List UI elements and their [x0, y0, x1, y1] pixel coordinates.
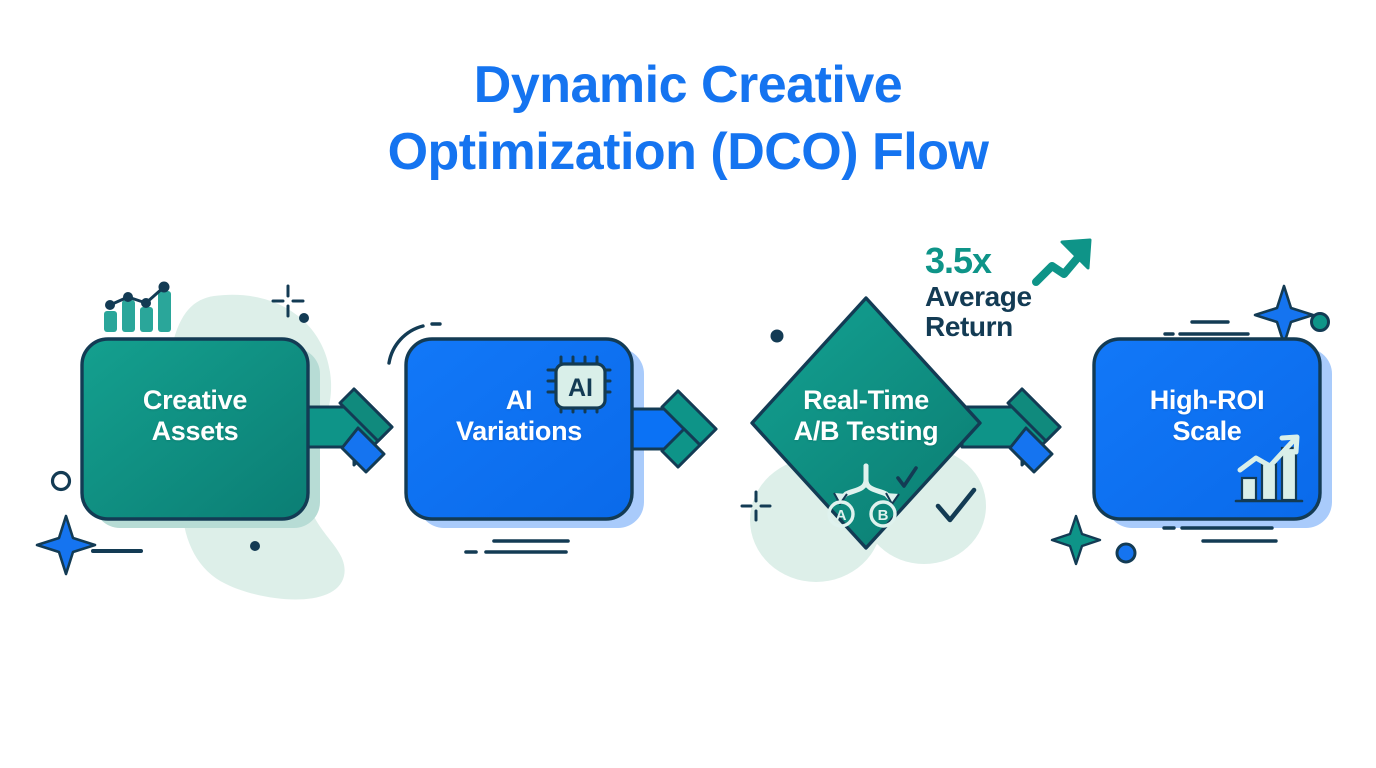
- arrow-2: [618, 389, 718, 469]
- bar-chart-trend-icon: [104, 281, 171, 332]
- sparkle-blue-left: [35, 514, 97, 576]
- ab-branch-b-label: B: [878, 507, 889, 524]
- arrow-1: [294, 387, 394, 474]
- dot-teal-right: [1310, 312, 1330, 332]
- arc-decor-node2: [387, 324, 425, 365]
- dot-navy-2: [250, 541, 260, 551]
- node-ab-testing[interactable]: [750, 296, 982, 550]
- dot-blue-bottom-right: [1115, 542, 1137, 564]
- sparkle-teal-bottom-right: [1050, 514, 1102, 566]
- node-label-line-1: Creative: [142, 385, 248, 415]
- ai-chip-icon: AI: [546, 355, 612, 414]
- node-creative-assets[interactable]: [80, 337, 310, 521]
- node-label-line-1: Real-Time: [803, 385, 929, 415]
- trend-up-arrow-icon: [1032, 238, 1092, 286]
- callout-average-return: 3.5x Average Return: [925, 243, 1175, 342]
- node-label-line-2: Scale: [1172, 415, 1242, 446]
- growth-chart-icon: [1234, 434, 1304, 503]
- dot-navy-3: [770, 329, 784, 343]
- cross-spark-diamond-left: [740, 490, 772, 522]
- check-decor-large: [935, 487, 977, 523]
- node-label-creative-assets: Creative Assets: [86, 385, 304, 447]
- node-label-ai-variations: AI Variations: [410, 385, 628, 447]
- node-label-line-2: Assets: [151, 415, 239, 446]
- ab-branch-a-label: A: [836, 507, 847, 524]
- arrow-3: [960, 387, 1062, 474]
- callout-label-line-1: Average: [925, 281, 1032, 312]
- node-label-line-2: Variations: [455, 415, 583, 446]
- callout-value: 3.5x: [925, 240, 992, 281]
- node-label-ab-testing: Real-Time A/B Testing: [752, 385, 980, 447]
- callout-label: Average Return: [925, 282, 1175, 342]
- node-label-line-1: High-ROI: [1149, 385, 1265, 415]
- node-label-line-2: A/B Testing: [793, 415, 939, 446]
- cross-spark-top-left: [271, 284, 305, 318]
- node-label-high-roi-scale: High-ROI Scale: [1098, 385, 1316, 447]
- ab-split-icon: A B: [827, 463, 918, 528]
- dot-navy-1: [299, 313, 309, 323]
- ai-chip-label: AI: [568, 374, 593, 402]
- dot-ring-teal-left: [50, 470, 72, 492]
- node-label-line-1: AI: [505, 385, 533, 415]
- callout-label-line-2: Return: [925, 310, 1013, 342]
